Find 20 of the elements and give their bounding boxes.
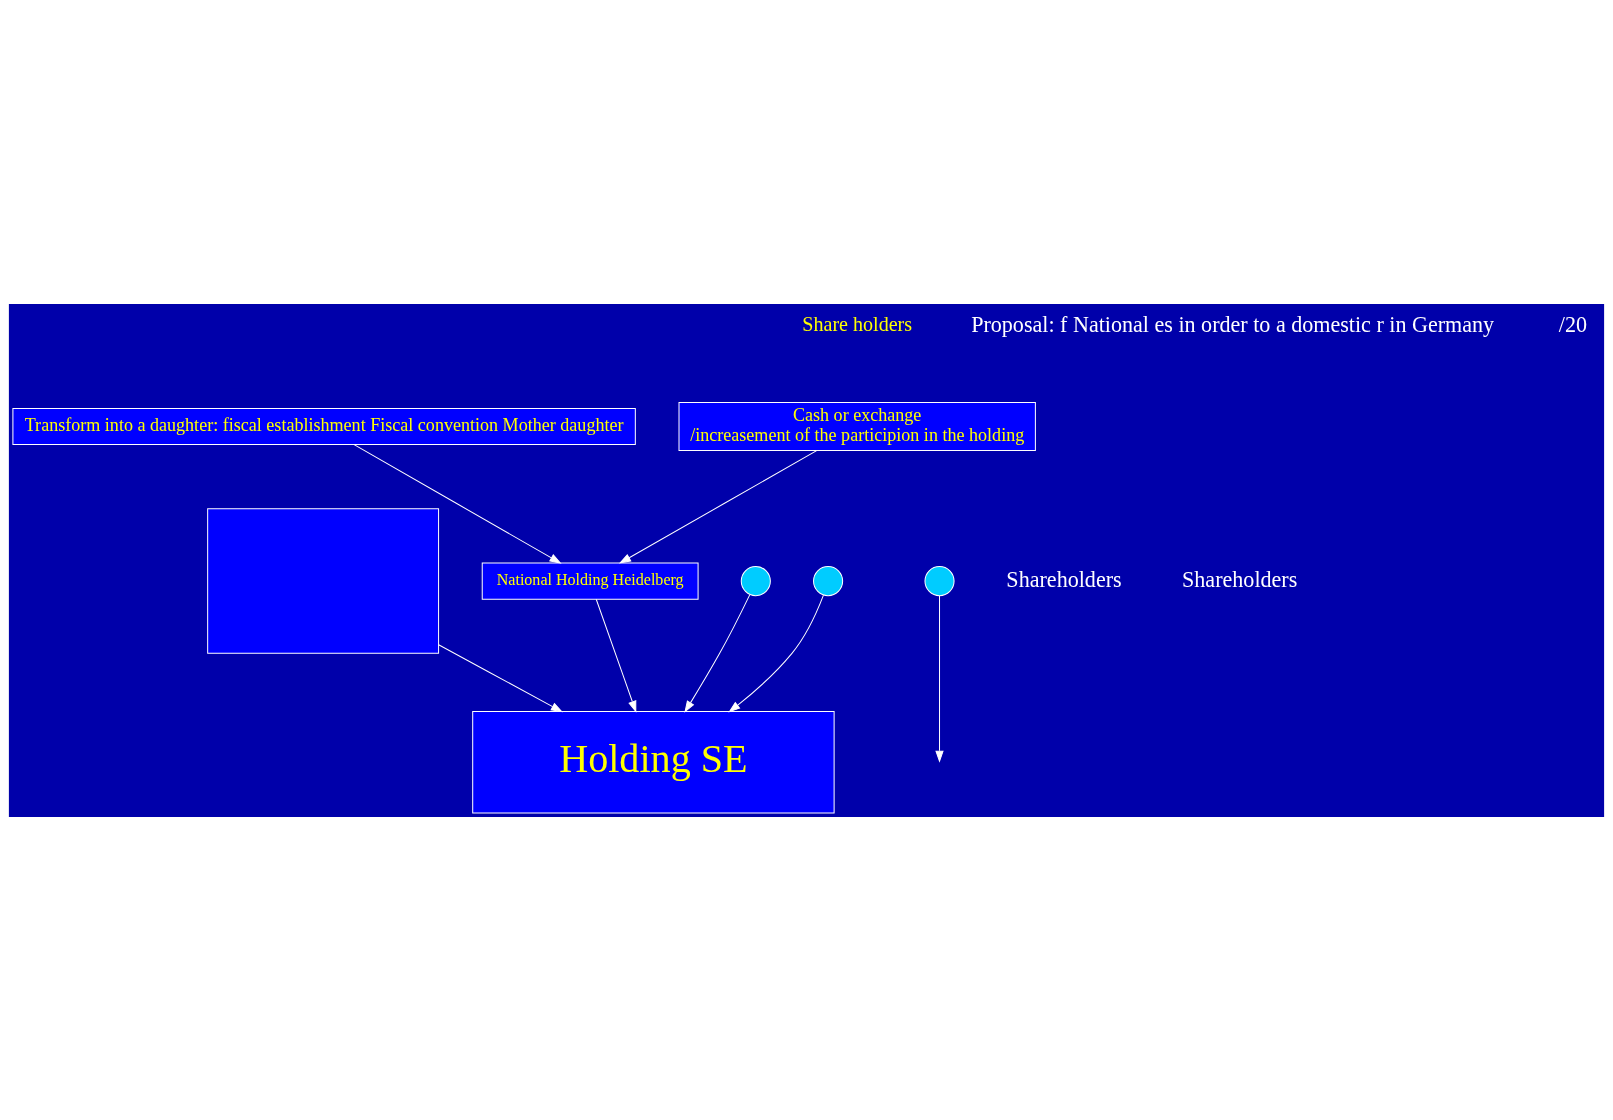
label: /20 xyxy=(1558,311,1588,337)
arrow xyxy=(619,449,818,563)
node-box: Cash or exchange /increasement of the participion in the holding xyxy=(678,401,1036,451)
node-circle xyxy=(740,565,771,596)
arrow xyxy=(438,643,563,712)
arrow xyxy=(353,443,561,563)
arrow xyxy=(684,593,751,712)
node-box: National Holding Heidelberg xyxy=(481,562,699,600)
arrow xyxy=(935,594,944,762)
label: Shareholders xyxy=(1182,566,1298,592)
node-circle xyxy=(924,565,955,596)
label: Shareholders xyxy=(1006,566,1122,592)
node-box xyxy=(207,507,440,654)
label: Proposal: f National es in order to a domestic r in Germany xyxy=(971,311,1495,337)
arrow xyxy=(595,598,637,712)
node-label: Share holders xyxy=(802,312,913,335)
node-box: Holding SE xyxy=(472,710,835,813)
node-circle xyxy=(813,565,844,596)
node-box: Transform into a daughter: fiscal establishment Fiscal convention Mother daughter xyxy=(12,407,636,445)
arrow xyxy=(729,594,824,712)
